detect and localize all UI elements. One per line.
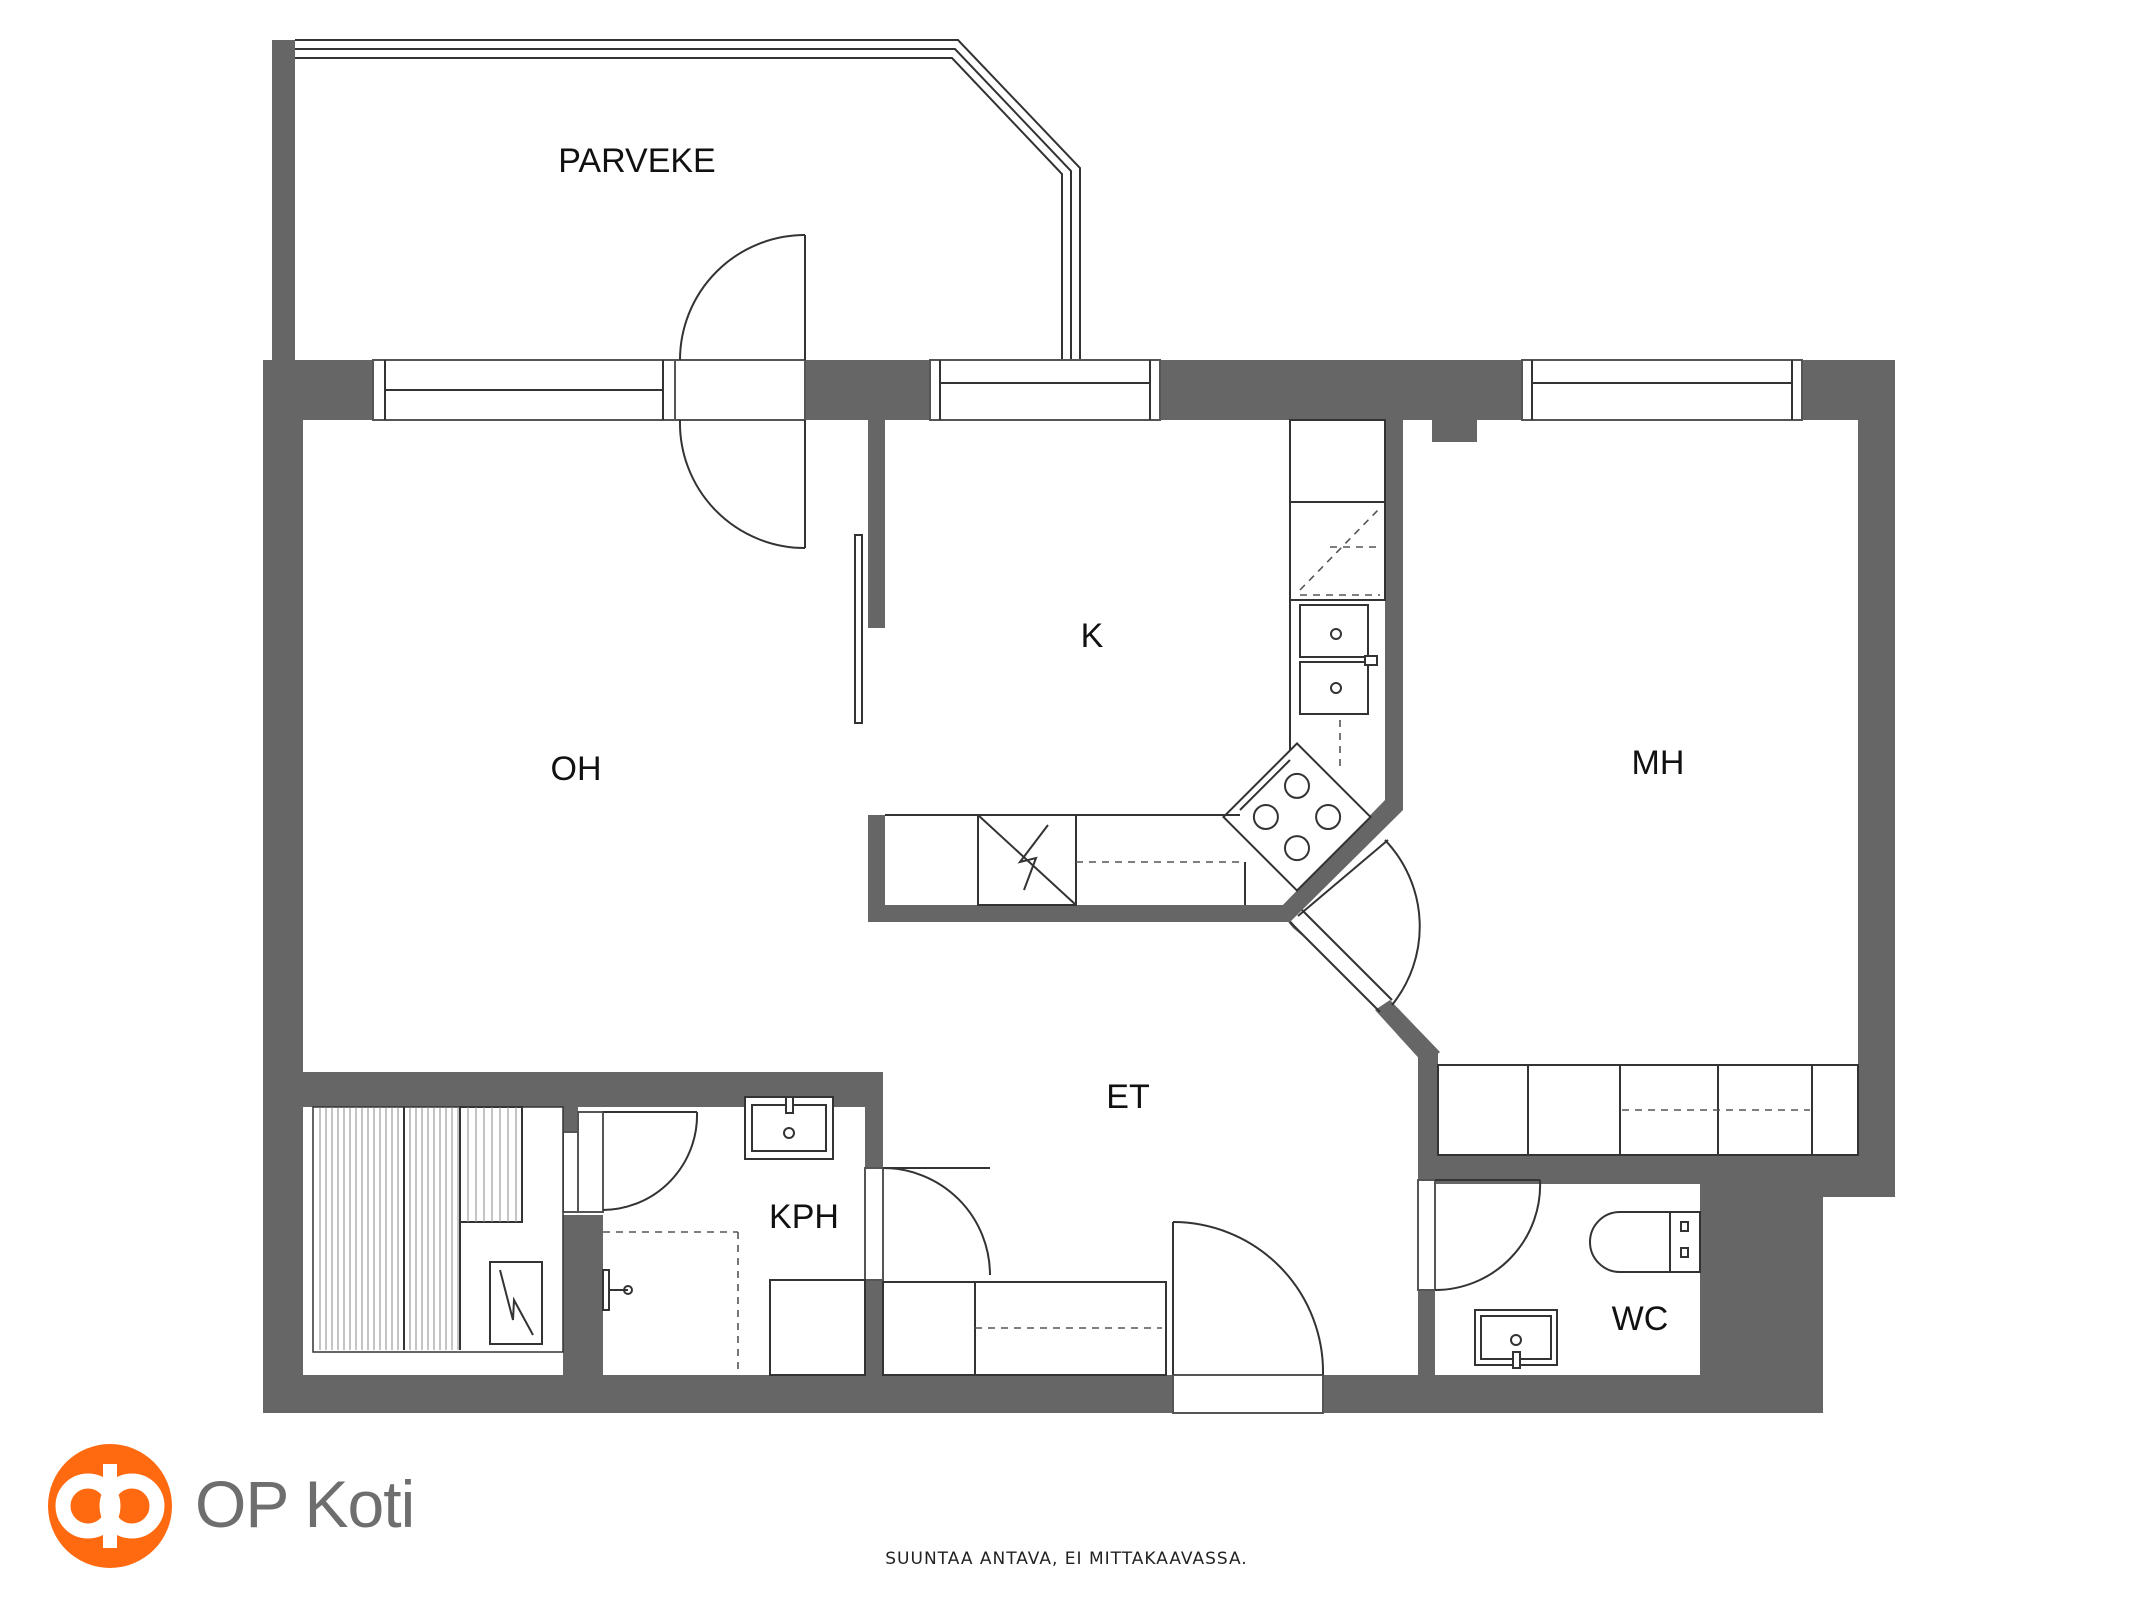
walls <box>263 360 1895 1413</box>
op-logo-icon <box>48 1444 172 1568</box>
room-label-k: K <box>1081 617 1104 655</box>
doors <box>562 234 1542 1414</box>
room-label-mh: MH <box>1632 744 1685 782</box>
bathroom-fixtures <box>602 1096 866 1376</box>
room-label-parveke: PARVEKE <box>558 142 715 180</box>
room-label-wc: WC <box>1612 1300 1669 1338</box>
room-label-kph: KPH <box>769 1198 839 1236</box>
hall-closet <box>882 1281 1167 1376</box>
windows <box>372 359 1803 421</box>
room-label-et: ET <box>1106 1078 1149 1116</box>
room-label-oh: OH <box>551 750 602 788</box>
brand-name: OP Koti <box>195 1467 415 1541</box>
bedroom-wardrobes <box>1437 1064 1859 1156</box>
wc-fixtures <box>1474 1211 1701 1369</box>
disclaimer-note: SUUNTAA ANTAVA, EI MITTAKAAVASSA. <box>885 1549 1248 1569</box>
sauna <box>312 1106 564 1353</box>
balcony <box>272 39 1081 362</box>
kitchen-fixtures <box>885 419 1386 906</box>
